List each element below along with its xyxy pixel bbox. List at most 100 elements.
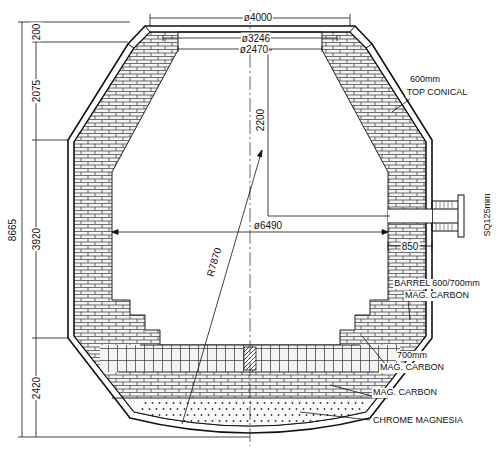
- chrome-magnesia-texture: [313, 402, 315, 404]
- chrome-magnesia-texture: [278, 402, 280, 404]
- chrome-magnesia-texture: [208, 414, 210, 416]
- chrome-magnesia-texture: [205, 408, 207, 410]
- chrome-magnesia-texture: [208, 426, 210, 428]
- chrome-magnesia-texture: [240, 420, 242, 422]
- chrome-magnesia-texture: [184, 408, 186, 410]
- chrome-magnesia-texture: [159, 402, 161, 404]
- chrome-magnesia-texture: [289, 420, 291, 422]
- chrome-magnesia-texture: [201, 426, 203, 428]
- chrome-magnesia-texture: [222, 426, 224, 428]
- chrome-magnesia-texture: [289, 408, 291, 410]
- chrome-magnesia-texture: [306, 402, 308, 404]
- height-dimension: 8665: [7, 218, 18, 242]
- chrome-magnesia-texture: [212, 408, 214, 410]
- chrome-magnesia-texture: [355, 426, 357, 428]
- chrome-magnesia-texture: [310, 408, 312, 410]
- chrome-magnesia-texture: [331, 420, 333, 422]
- chrome-magnesia-texture: [352, 408, 354, 410]
- diameter-dimension: ø4000: [243, 12, 273, 23]
- chrome-magnesia-texture: [296, 420, 298, 422]
- chrome-magnesia-texture: [198, 408, 200, 410]
- chrome-magnesia-texture: [233, 408, 235, 410]
- thickness-label: 600mm: [409, 75, 441, 85]
- chrome-magnesia-texture: [198, 420, 200, 422]
- chrome-magnesia-texture: [240, 408, 242, 410]
- part-label: TOP CONICAL: [406, 88, 469, 98]
- chrome-magnesia-texture: [173, 402, 175, 404]
- chrome-magnesia-texture: [215, 414, 217, 416]
- chrome-magnesia-texture: [222, 414, 224, 416]
- chrome-magnesia-texture: [163, 408, 165, 410]
- chrome-magnesia-texture: [275, 408, 277, 410]
- chrome-magnesia-texture: [226, 420, 228, 422]
- chrome-magnesia-texture: [303, 408, 305, 410]
- chrome-magnesia-texture: [152, 426, 154, 428]
- chrome-magnesia-texture: [271, 402, 273, 404]
- chrome-magnesia-texture: [313, 426, 315, 428]
- chrome-magnesia-texture: [257, 414, 259, 416]
- chrome-magnesia-texture: [261, 408, 263, 410]
- chrome-magnesia-texture: [156, 408, 158, 410]
- chrome-magnesia-texture: [166, 402, 168, 404]
- material-label: MAG. CARBON: [372, 388, 438, 398]
- chrome-magnesia-texture: [348, 426, 350, 428]
- chrome-magnesia-texture: [215, 402, 217, 404]
- chrome-magnesia-texture: [306, 414, 308, 416]
- chrome-magnesia-texture: [208, 402, 210, 404]
- chrome-magnesia-texture: [212, 420, 214, 422]
- chrome-magnesia-texture: [292, 426, 294, 428]
- chrome-magnesia-texture: [285, 402, 287, 404]
- chrome-magnesia-texture: [243, 414, 245, 416]
- chrome-magnesia-texture: [247, 408, 249, 410]
- chrome-magnesia-texture: [201, 402, 203, 404]
- chrome-magnesia-texture: [275, 420, 277, 422]
- chrome-magnesia-texture: [187, 414, 189, 416]
- material-label: MAG. CARBON: [404, 291, 470, 301]
- chrome-magnesia-texture: [194, 402, 196, 404]
- thickness-label: 700mm: [396, 351, 428, 361]
- chrome-magnesia-texture: [145, 426, 147, 428]
- radius-dimension: R7870: [204, 245, 223, 278]
- chrome-magnesia-texture: [338, 420, 340, 422]
- chrome-magnesia-texture: [243, 402, 245, 404]
- chrome-magnesia-texture: [236, 414, 238, 416]
- diameter-dimension: ø6490: [253, 220, 283, 231]
- chrome-magnesia-texture: [229, 414, 231, 416]
- thickness-dimension: 850: [401, 241, 420, 252]
- chrome-magnesia-texture: [201, 414, 203, 416]
- height-dimension: 2420: [31, 376, 42, 400]
- chrome-magnesia-texture: [145, 402, 147, 404]
- chrome-magnesia-texture: [156, 420, 158, 422]
- chrome-magnesia-texture: [159, 426, 161, 428]
- chrome-magnesia-texture: [166, 414, 168, 416]
- chrome-magnesia-texture: [341, 414, 343, 416]
- chrome-magnesia-texture: [163, 420, 165, 422]
- chrome-magnesia-texture: [285, 414, 287, 416]
- chrome-magnesia-texture: [362, 414, 364, 416]
- chrome-magnesia-texture: [345, 408, 347, 410]
- chrome-magnesia-texture: [324, 408, 326, 410]
- chrome-magnesia-texture: [320, 402, 322, 404]
- chrome-magnesia-texture: [177, 408, 179, 410]
- chrome-magnesia-texture: [226, 408, 228, 410]
- chrome-magnesia-texture: [194, 426, 196, 428]
- chrome-magnesia-texture: [341, 426, 343, 428]
- chrome-magnesia-texture: [215, 426, 217, 428]
- chrome-magnesia-texture: [338, 408, 340, 410]
- diameter-dimension: ø3246: [241, 33, 271, 44]
- chrome-magnesia-texture: [219, 408, 221, 410]
- chrome-magnesia-texture: [187, 426, 189, 428]
- chrome-magnesia-texture: [254, 420, 256, 422]
- chrome-magnesia-texture: [247, 420, 249, 422]
- chrome-magnesia-texture: [292, 414, 294, 416]
- chrome-magnesia-texture: [296, 408, 298, 410]
- chrome-magnesia-texture: [299, 426, 301, 428]
- chrome-magnesia-texture: [355, 402, 357, 404]
- chrome-magnesia-texture: [327, 402, 329, 404]
- chrome-magnesia-texture: [205, 420, 207, 422]
- chrome-magnesia-texture: [257, 402, 259, 404]
- chrome-magnesia-texture: [254, 408, 256, 410]
- chrome-magnesia-texture: [233, 420, 235, 422]
- chrome-magnesia-texture: [345, 420, 347, 422]
- size-label: SQ125mm: [483, 192, 493, 237]
